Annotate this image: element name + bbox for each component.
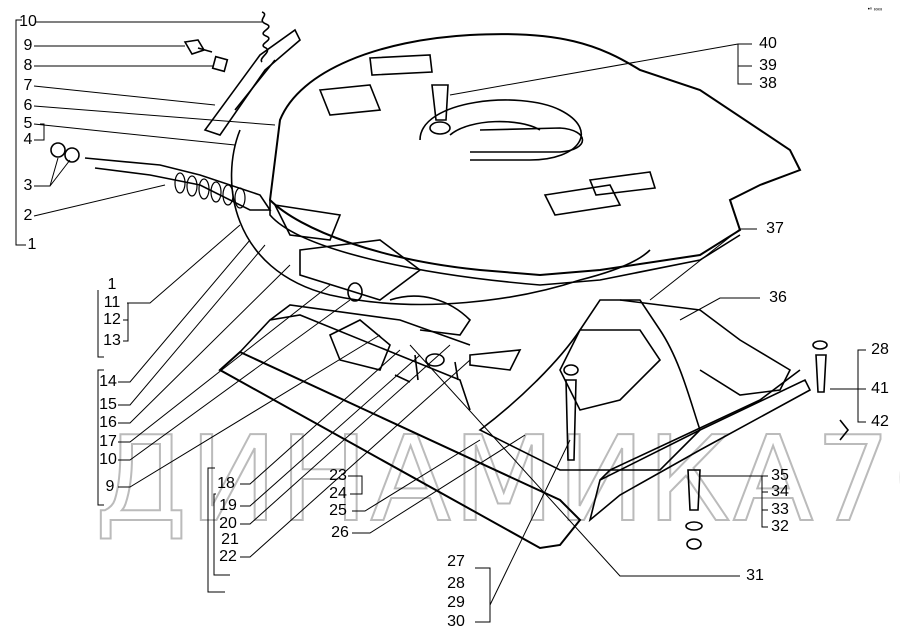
callout-24: 24: [329, 485, 347, 502]
fifth-wheel-assembly: [15, 11, 866, 623]
callout-39: 39: [759, 57, 777, 74]
callout-35: 35: [771, 467, 789, 484]
callout-3: 3: [23, 177, 33, 194]
callout-1: 1: [27, 236, 37, 253]
callout-27: 27: [447, 553, 465, 570]
corner-mark: •ⁿ ∞∞: [867, 7, 883, 13]
callout-10b: 10: [99, 451, 117, 468]
callout-42: 42: [871, 413, 889, 430]
callout-1b: 1: [107, 276, 117, 293]
callout-38: 38: [759, 75, 777, 92]
callout-37: 37: [766, 220, 784, 237]
callout-36: 36: [769, 289, 787, 306]
callout-30: 30: [447, 613, 465, 630]
callout-31: 31: [746, 567, 764, 584]
callout-11: 11: [103, 294, 121, 311]
callout-25: 25: [329, 502, 347, 519]
callout-26: 26: [331, 524, 349, 541]
callout-23: 23: [329, 467, 347, 484]
callout-15: 15: [99, 396, 117, 413]
callout-20: 20: [219, 515, 237, 532]
callout-4: 4: [23, 131, 33, 148]
callout-6: 6: [23, 97, 33, 114]
callout-40: 40: [759, 35, 777, 52]
callout-28b: 28: [871, 341, 889, 358]
callout-18: 18: [217, 475, 235, 492]
callout-29: 29: [447, 594, 465, 611]
watermark: ДИНАМИКА76: [95, 410, 900, 548]
callout-28: 28: [447, 575, 465, 592]
callout-5: 5: [23, 115, 33, 132]
callout-12: 12: [103, 311, 121, 328]
callout-32: 32: [771, 518, 789, 535]
callout-21: 21: [221, 531, 239, 548]
callout-33: 33: [771, 501, 789, 518]
callout-2: 2: [23, 207, 33, 224]
callout-7: 7: [23, 77, 33, 94]
callout-14: 14: [99, 373, 117, 390]
callout-9b: 9: [105, 478, 115, 495]
callout-8: 8: [23, 57, 33, 74]
callout-10: 10: [19, 13, 37, 30]
callout-13: 13: [103, 332, 121, 349]
callout-41: 41: [871, 380, 889, 397]
callout-34: 34: [771, 483, 789, 500]
callout-19: 19: [219, 497, 237, 514]
callout-17: 17: [99, 433, 117, 450]
callout-22: 22: [219, 548, 237, 565]
callout-16: 16: [99, 414, 117, 431]
callout-9: 9: [23, 37, 33, 54]
